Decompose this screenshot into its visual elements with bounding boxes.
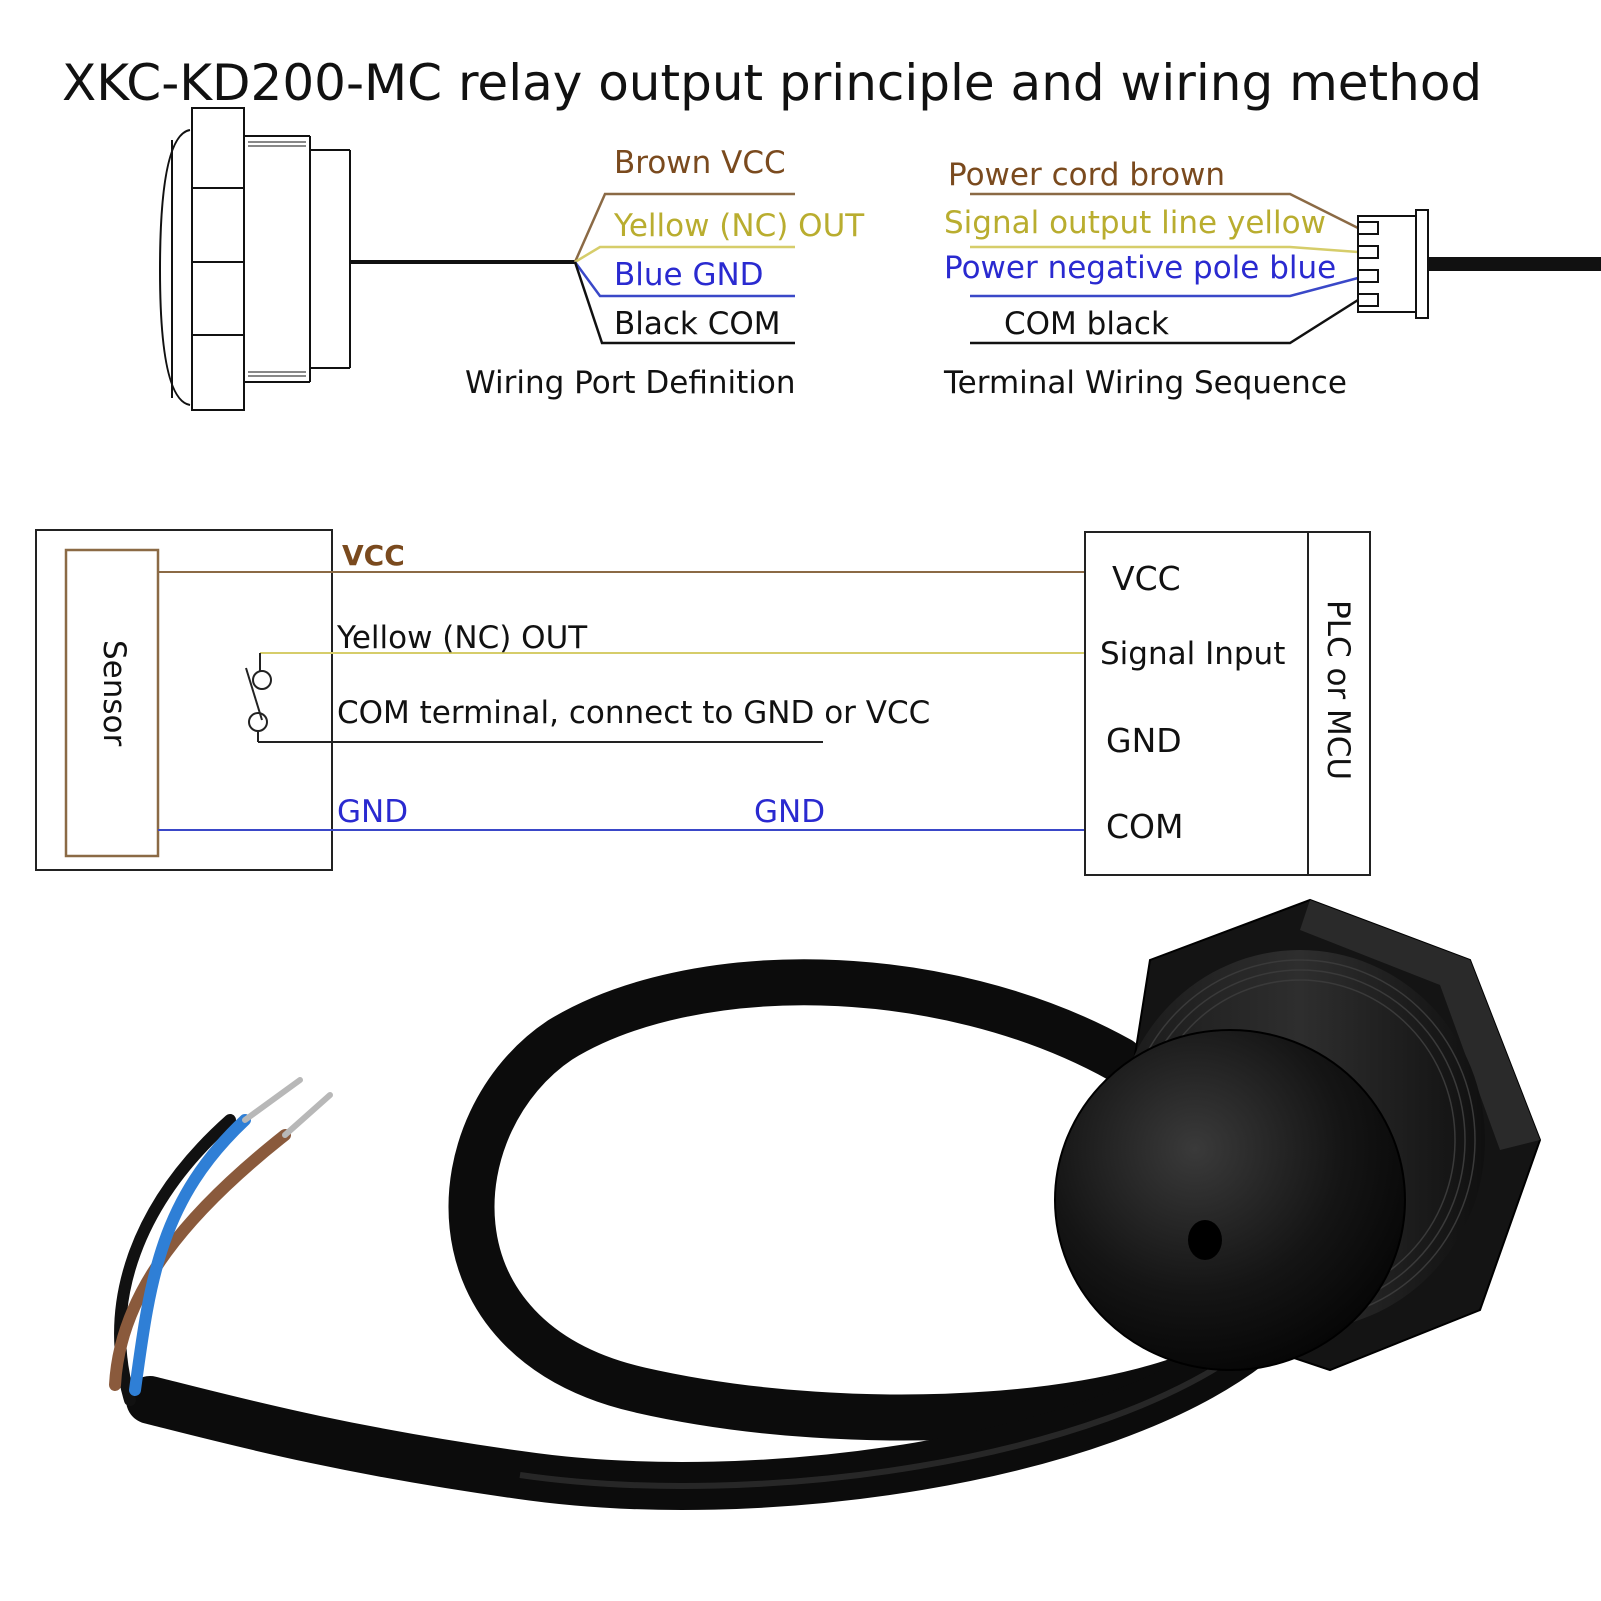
plc-box [1084,531,1371,876]
plc-side-label: PLC or MCU [1320,600,1356,780]
terminal-label-yellow: Signal output line yellow [944,205,1326,241]
terminal-connector [1357,209,1601,319]
port-label-blue: Blue GND [614,257,764,293]
plc-pin-signal: Signal Input [1100,636,1285,672]
blue-wire [129,1114,251,1396]
port-label-yellow: Yellow (NC) OUT [613,208,865,244]
terminal-label-brown: Power cord brown [948,157,1225,193]
product-photo [109,898,1542,1510]
port-definition-labels: Brown VCC Yellow (NC) OUT Blue GND Black… [465,145,865,401]
terminal-label-black: COM black [1004,306,1169,342]
plc-pin-gnd: GND [1106,721,1182,760]
sensor-label: Sensor [96,640,132,747]
out-label: Yellow (NC) OUT [336,620,588,656]
sensor-module-box [35,529,333,871]
plc-pin-vcc: VCC [1112,559,1181,598]
plc-pin-com: COM [1106,807,1184,846]
gnd-label-left: GND [337,794,408,830]
vcc-label: VCC [342,539,405,572]
port-label-brown: Brown VCC [614,145,786,181]
relay-contact-symbol [245,653,272,742]
terminal-wires [970,192,1359,345]
terminal-sequence-caption: Terminal Wiring Sequence [943,365,1347,401]
com-label: COM terminal, connect to GND or VCC [337,695,930,731]
port-definition-caption: Wiring Port Definition [465,365,796,401]
sensor-outline-drawing [158,107,575,411]
terminal-sequence-labels: Power cord brown Signal output line yell… [943,157,1347,401]
sensor-element-box [64,548,160,858]
sensor-hole [1188,1220,1222,1260]
port-label-black: Black COM [614,306,781,342]
port-fan-wires [573,192,795,345]
diagram-title: XKC-KD200-MC relay output principle and … [62,54,1482,112]
sensor-cap [1054,1029,1406,1371]
cable-loop [448,959,1273,1441]
schematic: Sensor VCC Yellow (NC) OUT COM terminal,… [35,529,1371,876]
terminal-label-blue: Power negative pole blue [944,250,1336,286]
gnd-label-mid: GND [754,794,825,830]
